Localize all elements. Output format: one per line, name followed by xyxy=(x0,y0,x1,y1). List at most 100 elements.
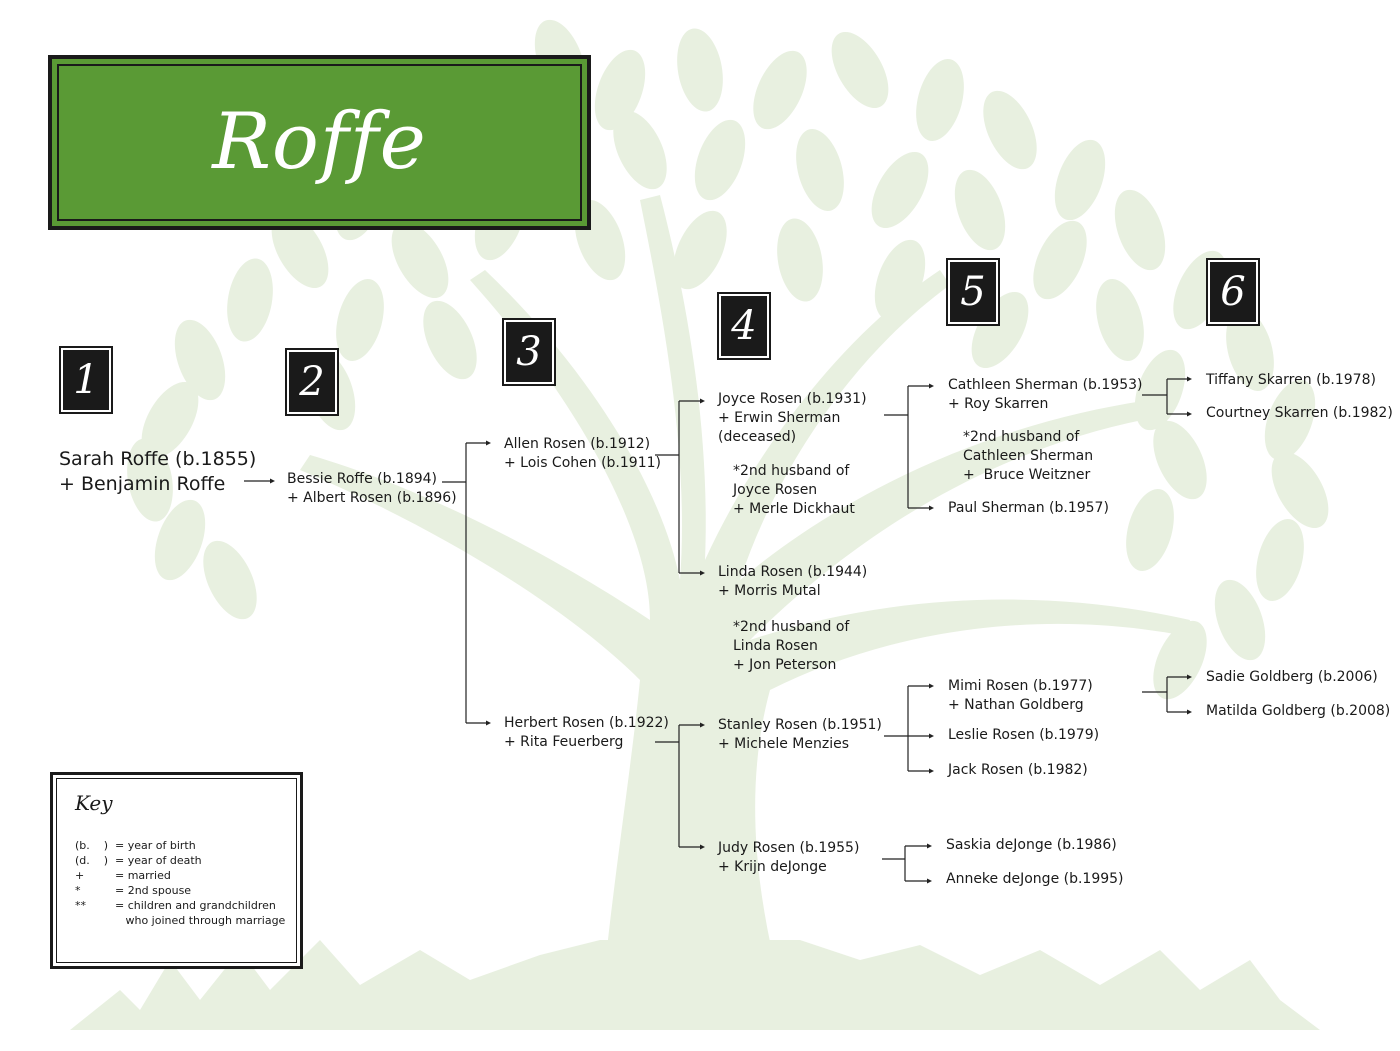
spouse-name: + Morris Mutal xyxy=(718,583,821,599)
leaf-shape xyxy=(753,50,807,130)
leaf-shape xyxy=(423,300,477,380)
note-line: Cathleen Sherman xyxy=(963,448,1094,464)
note-line: + Merle Dickhaut xyxy=(733,501,855,517)
spouse-name: + Lois Cohen (b.1911) xyxy=(504,455,661,471)
leaf-shape xyxy=(1096,279,1144,361)
note-line: *2nd husband of xyxy=(963,429,1080,445)
leaf-shape xyxy=(916,59,964,141)
leaf-shape xyxy=(613,110,667,190)
person-matilda-goldberg: Matilda Goldberg (b.2008) xyxy=(1206,703,1391,719)
legend-key-box: Key (b. )= year of birth (d. )= year of … xyxy=(50,772,303,969)
leaf-shape xyxy=(673,210,727,290)
person-joyce-rosen: Joyce Rosen (b.1931) + Erwin Sherman (dece… xyxy=(718,390,867,447)
spouse-name: + Albert Rosen (b.1896) xyxy=(287,490,457,506)
person-leslie-rosen: Leslie Rosen (b.1979) xyxy=(948,727,1100,743)
legend-definition: = year of birth xyxy=(115,839,196,852)
legend-title: Key xyxy=(75,791,113,815)
person-sadie-goldberg: Sadie Goldberg (b.2006) xyxy=(1206,669,1378,685)
person-bessie-roffe: Bessie Roffe (b.1894) + Albert Rosen (b.1… xyxy=(287,470,457,508)
leaf-shape xyxy=(1134,349,1186,431)
legend-definition: = 2nd spouse xyxy=(115,884,192,897)
spouse-name: + Benjamin Roffe xyxy=(59,473,226,495)
note-joyce-second-husband: *2nd husband of Joyce Rosen + Merle Dickha… xyxy=(733,462,855,519)
leaf-shape xyxy=(1126,489,1174,571)
spouse-name: + Rita Feuerberg xyxy=(504,734,624,750)
leaf-shape xyxy=(1054,139,1106,221)
spouse-name: + Erwin Sherman xyxy=(718,410,841,426)
person-tiffany-skarren: Tiffany Skarren (b.1978) xyxy=(1206,372,1376,388)
spouse-name: + Michele Menzies xyxy=(718,736,849,752)
leaf-shape xyxy=(594,49,646,131)
legend-inner-border xyxy=(56,778,297,963)
leaf-shape xyxy=(871,152,929,228)
legend-definition: = year of death xyxy=(115,854,202,867)
person-anneke-dejonge: Anneke deJonge (b.1995) xyxy=(946,871,1124,887)
legend-definition: = children and grandchildren xyxy=(115,899,276,912)
person-saskia-dejonge: Saskia deJonge (b.1986) xyxy=(946,837,1117,853)
leaf-shape xyxy=(954,169,1006,251)
person-cathleen-sherman: Cathleen Sherman (b.1953) + Roy Skarren xyxy=(948,376,1142,414)
leaf-shape xyxy=(777,218,823,302)
person-herbert-rosen: Herbert Rosen (b.1922) + Rita Feuerberg xyxy=(504,714,669,752)
leaf-shape xyxy=(677,28,723,112)
person-sarah-roffe: Sarah Roffe (b.1855) + Benjamin Roffe xyxy=(59,447,256,497)
leaf-shape xyxy=(1264,379,1316,461)
person-linda-rosen: Linda Rosen (b.1944) + Morris Mutal xyxy=(718,563,867,601)
leaf-shape xyxy=(141,382,199,458)
leaf-shape xyxy=(203,540,257,620)
leaf-shape xyxy=(1114,189,1166,271)
person-name: Judy Rosen (b.1955) xyxy=(718,840,860,856)
person-jack-rosen: Jack Rosen (b.1982) xyxy=(948,762,1088,778)
person-name: Herbert Rosen (b.1922) xyxy=(504,715,669,731)
person-judy-rosen: Judy Rosen (b.1955) + Krijn deJonge xyxy=(718,839,859,877)
person-name: Stanley Rosen (b.1951) xyxy=(718,717,882,733)
generation-1-badge: 1 xyxy=(59,346,113,414)
person-name: Allen Rosen (b.1912) xyxy=(504,436,651,452)
legend-symbol: * xyxy=(75,884,81,897)
legend-definition: = married xyxy=(115,869,171,882)
leaf-shape xyxy=(154,499,206,581)
title-banner-inner-border xyxy=(57,64,582,221)
generation-4-badge: 4 xyxy=(717,292,771,360)
spouse-name: + Krijn deJonge xyxy=(718,859,827,875)
legend-definition: who joined through marriage xyxy=(115,914,286,927)
note-cathleen-second-husband: *2nd husband of Cathleen Sherman + Bruce W… xyxy=(963,428,1093,485)
person-name: Mimi Rosen (b.1977) xyxy=(948,678,1093,694)
leaf-shape xyxy=(227,258,273,342)
leaf-shape xyxy=(694,119,746,201)
leaf-shape xyxy=(874,239,926,321)
generation-2-badge: 2 xyxy=(285,348,339,416)
family-title-banner: Roffe xyxy=(48,55,591,230)
note-line: *2nd husband of xyxy=(733,619,850,635)
legend-symbol: ** xyxy=(75,899,86,912)
leaf-shape xyxy=(127,438,173,522)
person-name: Bessie Roffe (b.1894) xyxy=(287,471,438,487)
leaf-shape xyxy=(1153,420,1207,500)
leaf-shape xyxy=(1033,220,1087,300)
person-name: Sarah Roffe (b.1855) xyxy=(59,448,257,470)
leaf-shape xyxy=(971,292,1029,368)
family-name: Roffe xyxy=(212,97,427,187)
spouse-name: + Roy Skarren xyxy=(948,396,1049,412)
person-courtney-skarren: Courtney Skarren (b.1982) xyxy=(1206,405,1393,421)
legend-symbol: (d. ) xyxy=(75,854,109,867)
person-name: Cathleen Sherman (b.1953) xyxy=(948,377,1143,393)
person-allen-rosen: Allen Rosen (b.1912) + Lois Cohen (b.1911… xyxy=(504,435,661,473)
legend-symbol: + xyxy=(75,869,85,882)
leaf-shape xyxy=(391,222,449,298)
leaf-shape xyxy=(1256,519,1304,601)
note-line: + Bruce Weitzner xyxy=(963,467,1091,483)
note-line: Linda Rosen xyxy=(733,638,818,654)
person-name: Linda Rosen (b.1944) xyxy=(718,564,868,580)
leaf-shape xyxy=(831,32,889,108)
note-line: Joyce Rosen xyxy=(733,482,818,498)
generation-3-badge: 3 xyxy=(502,318,556,386)
spouse-name: + Nathan Goldberg xyxy=(948,697,1084,713)
person-name: Joyce Rosen (b.1931) xyxy=(718,391,867,407)
leaf-shape xyxy=(271,212,329,288)
person-paul-sherman: Paul Sherman (b.1957) xyxy=(948,500,1109,516)
note-line: *2nd husband of xyxy=(733,463,850,479)
spouse-status: (deceased) xyxy=(718,429,797,445)
